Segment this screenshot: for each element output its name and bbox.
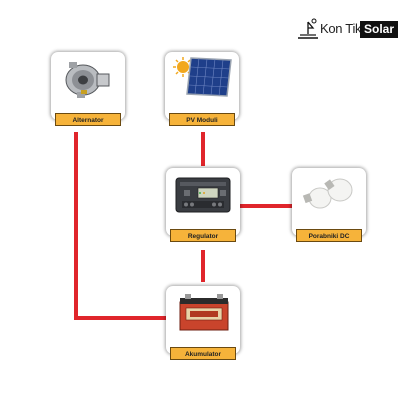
- node-pv-moduli[interactable]: PV Moduli: [165, 52, 239, 126]
- node-label: Porabniki DC: [296, 229, 362, 242]
- node-label: Akumulator: [170, 347, 236, 360]
- node-label: Regulator: [170, 229, 236, 242]
- node-akumulator[interactable]: Akumulator: [166, 286, 240, 360]
- charge-controller-icon: [175, 177, 231, 213]
- solar-panel-icon: [173, 57, 232, 97]
- light-bulbs-icon: [302, 178, 353, 209]
- brand-name: Kon Tiki: [320, 21, 364, 36]
- wire-alternator-battery: [74, 132, 169, 320]
- node-porabniki-dc[interactable]: Porabniki DC: [292, 168, 366, 242]
- node-label: Alternator: [55, 113, 121, 126]
- node-label: PV Moduli: [169, 113, 235, 126]
- node-regulator[interactable]: Regulator: [166, 168, 240, 242]
- brand-logo: Kon Tiki Solar: [294, 16, 406, 42]
- battery-icon: [179, 294, 229, 331]
- brand-badge: Solar: [360, 21, 399, 38]
- node-alternator[interactable]: Alternator: [51, 52, 125, 126]
- alternator-icon: [65, 62, 110, 98]
- kontiki-logo-icon: [298, 18, 318, 39]
